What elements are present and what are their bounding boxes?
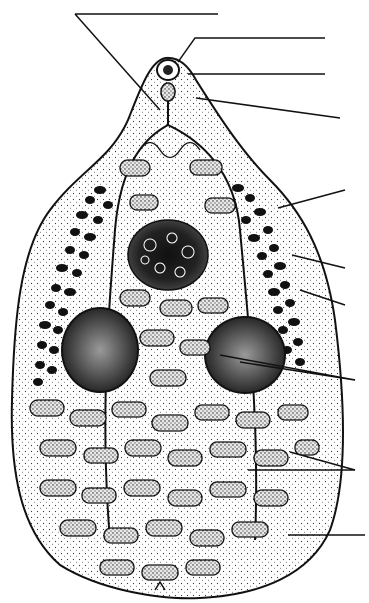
testis-right <box>205 317 285 393</box>
pharynx <box>161 83 175 101</box>
ovary <box>128 220 208 290</box>
testis-left <box>62 308 138 392</box>
leader-line-oral-sucker-rim <box>178 38 325 62</box>
oral-sucker-inner <box>163 65 173 75</box>
